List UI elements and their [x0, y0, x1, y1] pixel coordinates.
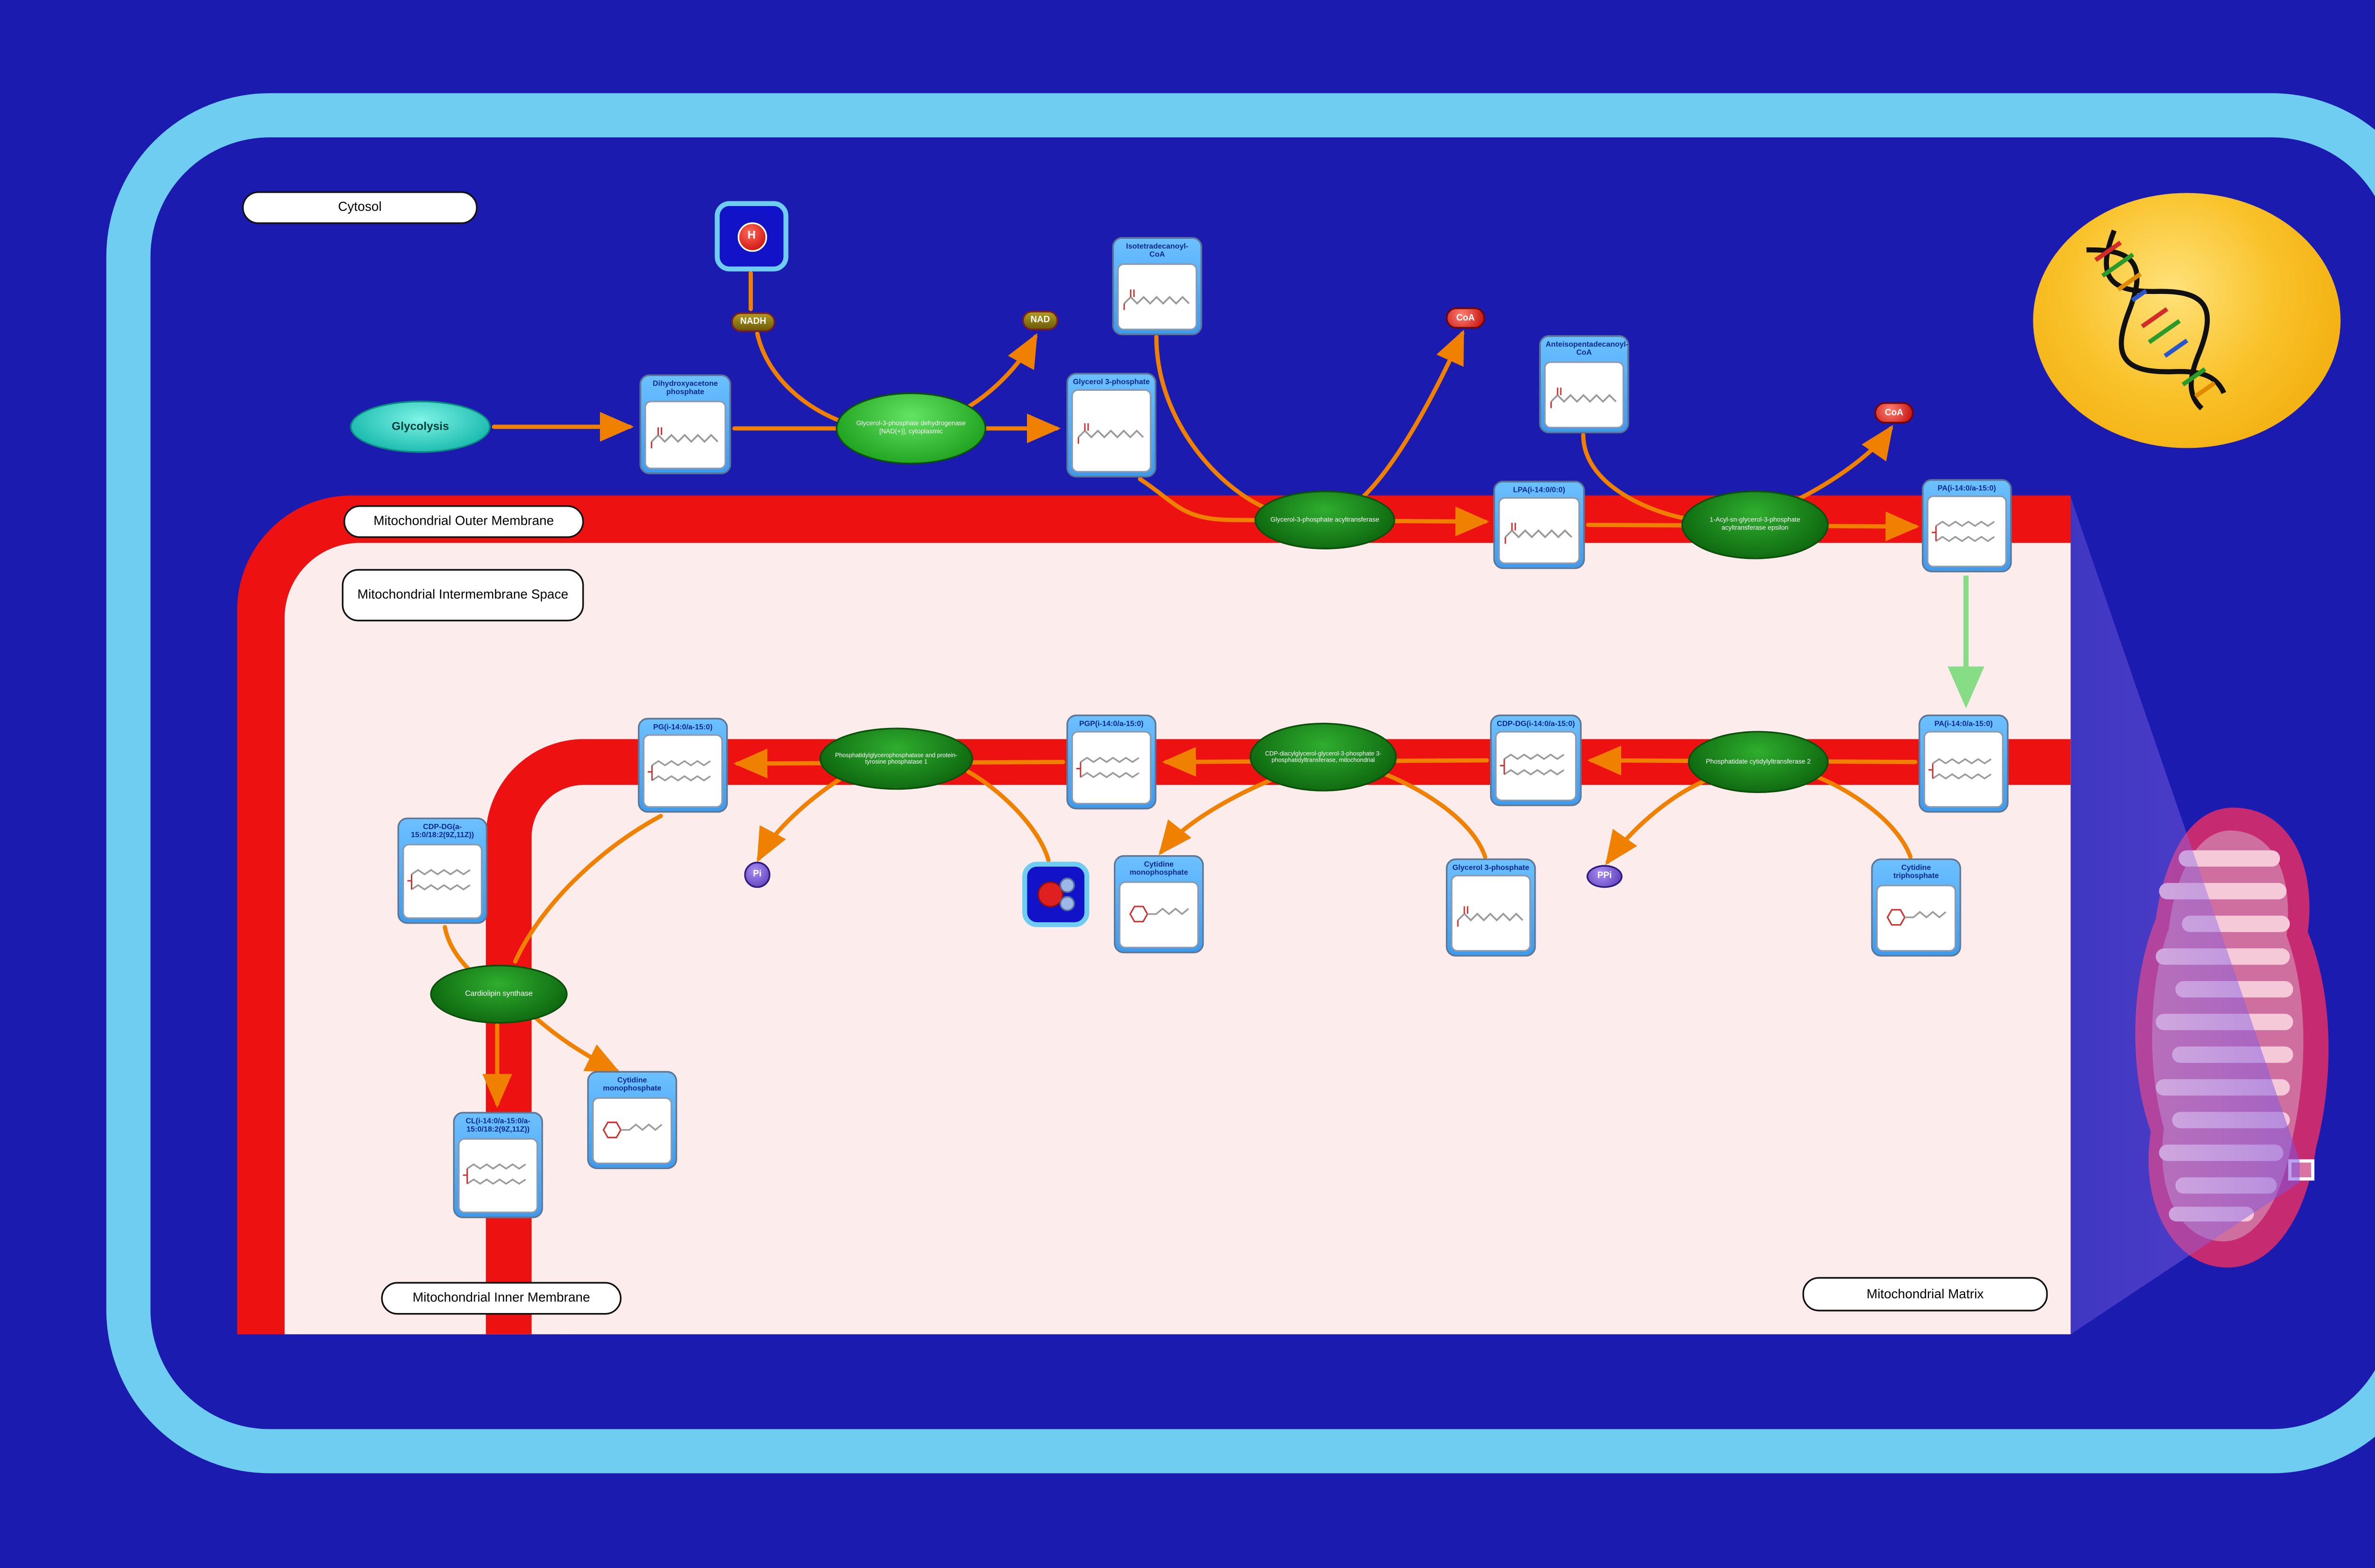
- chemical-structure-icon: [1501, 740, 1571, 793]
- inner-membrane-band: [485, 739, 2071, 1334]
- water-node[interactable]: [1022, 861, 1090, 927]
- nucleus: [2033, 193, 2341, 448]
- metabolite-node-g3p-matrix[interactable]: Glycerol 3-phosphate: [1445, 858, 1536, 957]
- mitochondrion-illustration: [2135, 807, 2329, 1268]
- chemical-structure-icon: [464, 1147, 533, 1205]
- chemical-structure-icon: [1932, 505, 2002, 559]
- chemical-structure-icon: [1077, 740, 1146, 796]
- enzyme-node-crls1[interactable]: Cardiolipin synthase: [430, 964, 568, 1024]
- dna-helix-icon: [2086, 229, 2226, 411]
- cofactor-nad[interactable]: NAD: [1022, 311, 1058, 331]
- metabolite-node-pg[interactable]: PG(i-14:0/a-15:0): [637, 718, 728, 813]
- enzyme-node-gpat[interactable]: Glycerol-3-phosphate acyltransferase: [1254, 491, 1396, 549]
- chemical-structure-icon: [408, 852, 477, 910]
- chemical-structure-icon: [598, 1105, 667, 1156]
- hydrogen-ion-icon: H: [737, 221, 767, 251]
- compartment-label-cytosol: Cytosol: [242, 191, 478, 224]
- chemical-structure-icon: [1504, 506, 1575, 556]
- metabolite-node-dhap[interactable]: Dihydroxyacetone phosphate: [639, 374, 732, 474]
- chemical-structure-icon: [1881, 892, 1951, 944]
- cofactor-coa-2[interactable]: CoA: [1874, 402, 1914, 424]
- metabolite-node-isotetradecanoyl-coa[interactable]: Isotetradecanoyl-CoA: [1112, 237, 1202, 335]
- metabolite-node-pa-inner[interactable]: PA(i-14:0/a-15:0): [1919, 714, 2009, 813]
- hydrogen-ion-node[interactable]: H: [714, 201, 788, 272]
- metabolite-node-cdp-dg1[interactable]: CDP-DG(i-14:0/a-15:0): [1490, 714, 1582, 806]
- cell-boundary: [106, 93, 2375, 1474]
- metabolite-node-lpa[interactable]: LPA(i-14:0/0:0): [1493, 481, 1585, 569]
- chemical-structure-icon: [1929, 740, 1998, 799]
- metabolite-node-cdp-dg2[interactable]: CDP-DG(a-15:0/18:2(9Z,11Z)): [397, 817, 488, 924]
- cofactor-pi[interactable]: Pi: [744, 861, 770, 888]
- metabolite-node-cardiolipin[interactable]: CL(i-14:0/a-15:0/a-15:0/18:2(9Z,11Z)): [453, 1112, 543, 1219]
- enzyme-node-cds2[interactable]: Phosphatidate cytidylyltransferase 2: [1688, 731, 1829, 793]
- water-molecule-icon: [1036, 878, 1074, 911]
- zoom-source-square: [2288, 1159, 2315, 1181]
- chemical-structure-icon: [1549, 369, 1619, 420]
- chemical-structure-icon: [648, 744, 718, 799]
- metabolite-node-cmp-matrix[interactable]: Cytidine monophosphate: [1113, 855, 1204, 954]
- chemical-structure-icon: [1122, 271, 1192, 322]
- compartment-label-matrix: Mitochondrial Matrix: [1802, 1277, 2048, 1312]
- enzyme-node-pgs1[interactable]: CDP-diacylglycerol-glycerol-3-phosphate …: [1249, 722, 1397, 792]
- chemical-structure-icon: [1456, 884, 1526, 943]
- process-node-glycolysis[interactable]: Glycolysis: [350, 400, 491, 453]
- metabolite-node-g3p-cytosol[interactable]: Glycerol 3-phosphate: [1066, 373, 1157, 478]
- metabolite-node-anteisopentadecanoyl-coa[interactable]: Anteisopentadecanoyl-CoA: [1539, 335, 1629, 434]
- cofactor-nadh[interactable]: NADH: [731, 312, 776, 332]
- cofactor-ppi[interactable]: PPi: [1586, 865, 1623, 888]
- metabolite-node-ctp[interactable]: Cytidine triphosphate: [1871, 858, 1961, 957]
- enzyme-node-gpd1[interactable]: Glycerol-3-phosphate dehydrogenase [NAD(…: [836, 392, 987, 464]
- metabolite-node-pgp[interactable]: PGP(i-14:0/a-15:0): [1066, 714, 1157, 810]
- compartment-label-intermembrane-space: Mitochondrial Intermembrane Space: [342, 569, 584, 622]
- enzyme-node-ptpmt1[interactable]: Phosphatidylglycerophosphatase and prote…: [819, 727, 973, 790]
- metabolite-node-pa-outer[interactable]: PA(i-14:0/a-15:0): [1921, 479, 2012, 573]
- enzyme-node-agpat[interactable]: 1-Acyl-sn-glycerol-3-phosphate acyltrans…: [1681, 491, 1829, 559]
- cofactor-coa-1[interactable]: CoA: [1445, 307, 1485, 329]
- chemical-structure-icon: [1124, 889, 1194, 940]
- chemical-structure-icon: [650, 408, 721, 461]
- compartment-label-inner-membrane: Mitochondrial Inner Membrane: [381, 1282, 622, 1315]
- metabolite-node-cmp-inner[interactable]: Cytidine monophosphate: [587, 1071, 677, 1170]
- chemical-structure-icon: [1077, 399, 1146, 463]
- compartment-label-outer-membrane: Mitochondrial Outer Membrane: [343, 505, 584, 538]
